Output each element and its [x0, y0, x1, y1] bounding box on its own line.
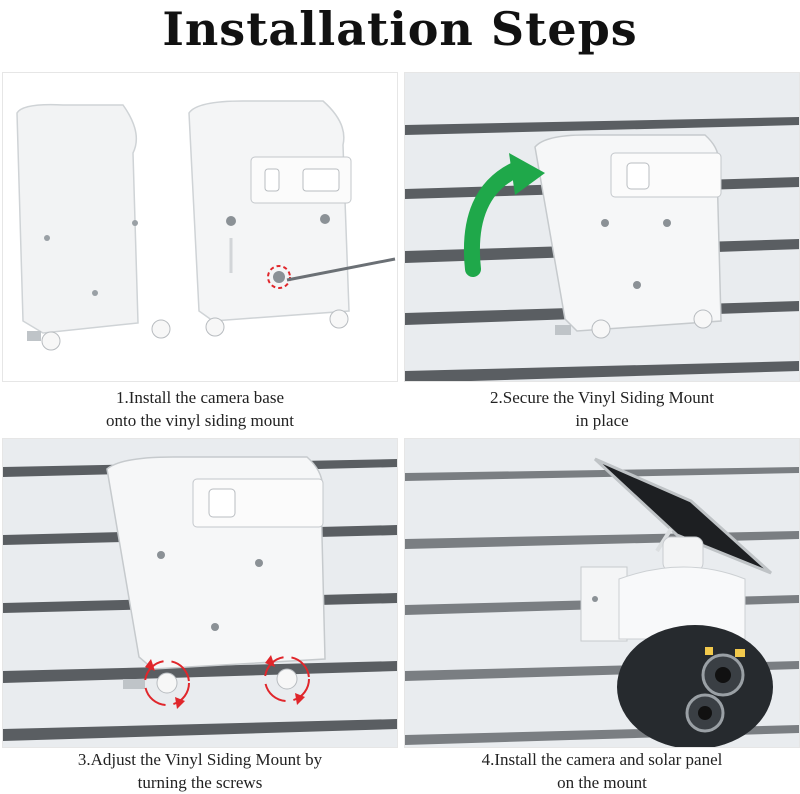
mount-bracket-front	[188, 100, 396, 337]
step-1-caption: 1.Install the camera base onto the vinyl…	[106, 388, 294, 430]
mount-bracket-back	[16, 103, 171, 351]
step-4-image	[404, 438, 800, 748]
step-2-caption: 2.Secure the Vinyl Siding Mount in place	[490, 388, 714, 430]
vinyl-siding-mount	[534, 134, 722, 339]
step-1-image	[2, 72, 398, 382]
step-2-image	[404, 72, 800, 382]
step-3-image	[2, 438, 398, 748]
security-camera	[617, 536, 773, 747]
step-3-caption: 3.Adjust the Vinyl Siding Mount by turni…	[77, 750, 323, 792]
green-rotate-arrow-icon	[464, 153, 545, 277]
vinyl-siding-mount	[106, 456, 326, 694]
page-title: Installation Steps	[162, 2, 638, 56]
step-4-caption: 4.Install the camera and solar panel on …	[481, 750, 723, 792]
solar-panel	[593, 457, 773, 575]
rotate-screw-arrows-icon	[144, 655, 310, 709]
